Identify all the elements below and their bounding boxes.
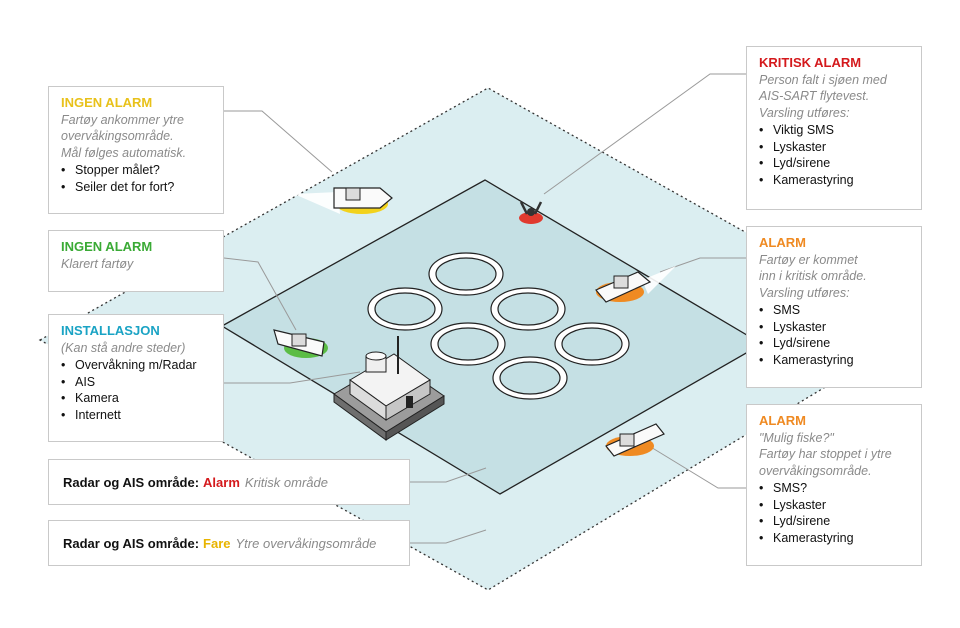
box-description: Fartøy er kommet inn i kritisk område. V… (759, 252, 867, 300)
fish-pen-ring-icon (437, 327, 499, 361)
list-item: Kamera (61, 390, 211, 407)
box-ingen-alarm-cleared: INGEN ALARM Klarert fartøy (48, 230, 224, 292)
list-item: Kamerastyring (759, 172, 909, 189)
box-list: Viktig SMS Lyskaster Lyd/sirene Kamerast… (759, 122, 909, 188)
list-item: Lyskaster (759, 139, 909, 156)
list-item: Overvåkning m/Radar (61, 357, 211, 374)
zone-kritisk-legend: Radar og AIS område: Alarm Kritisk områd… (48, 459, 410, 505)
list-item: Lyd/sirene (759, 513, 909, 530)
box-list: Stopper målet? Seiler det for fort? (61, 162, 211, 195)
box-kritisk-alarm: KRITISK ALARM Person falt i sjøen med AI… (746, 46, 922, 210)
box-description: Person falt i sjøen med AIS-SART flyteve… (759, 72, 887, 120)
boat-arriving-outer-area (294, 187, 393, 214)
zone-description: Ytre overvåkingsområde (235, 535, 377, 551)
box-description: Klarert fartøy (61, 256, 134, 271)
list-item: Seiler det for fort? (61, 179, 211, 196)
box-alarm-possible-fishing: ALARM "Mulig fiske?" Fartøy har stoppet … (746, 404, 922, 566)
boat-in-critical-area (595, 266, 676, 303)
fish-pen-ring-icon (497, 292, 559, 326)
fish-pen-ring-icon (499, 361, 561, 395)
box-description: Fartøy ankommer ytre overvåkingsområde. … (61, 112, 187, 160)
box-title: ALARM (759, 235, 806, 250)
zone-level: Alarm (203, 474, 240, 490)
box-description: (Kan stå andre steder) (61, 340, 186, 355)
fish-pen-ring-icon (374, 292, 436, 326)
box-title: KRITISK ALARM (759, 55, 862, 70)
list-item: Lyd/sirene (759, 155, 909, 172)
zone-ytre-legend: Radar og AIS område: Fare Ytre overvåkin… (48, 520, 410, 566)
box-title: ALARM (759, 413, 806, 428)
box-title: INGEN ALARM (61, 239, 153, 254)
installation-platform-icon (333, 336, 445, 441)
box-installasjon: INSTALLASJON (Kan stå andre steder) Over… (48, 314, 224, 442)
list-item: Stopper målet? (61, 162, 211, 179)
list-item: Kamerastyring (759, 530, 909, 547)
zone-description: Kritisk område (244, 474, 328, 490)
boat-cleared (273, 329, 328, 358)
box-description: "Mulig fiske?" Fartøy har stoppet i ytre… (759, 430, 892, 478)
list-item: Lyskaster (759, 319, 909, 336)
list-item: SMS? (759, 480, 909, 497)
leader-lines (223, 73, 746, 544)
box-list: SMS Lyskaster Lyd/sirene Kamerastyring (759, 302, 909, 368)
box-title: INSTALLASJON (61, 323, 160, 338)
list-item: AIS (61, 374, 211, 391)
box-title: INGEN ALARM (61, 95, 153, 110)
list-item: Viktig SMS (759, 122, 909, 139)
fish-pen-ring-icon (435, 257, 497, 291)
box-alarm-critical-area: ALARM Fartøy er kommet inn i kritisk omr… (746, 226, 922, 388)
person-in-water-icon (519, 201, 543, 224)
list-item: Kamerastyring (759, 352, 909, 369)
zone-level: Fare (203, 535, 231, 551)
box-list: SMS? Lyskaster Lyd/sirene Kamerastyring (759, 480, 909, 546)
boat-stopped-outer-area (605, 423, 665, 457)
zone-label: Radar og AIS område: (63, 535, 200, 551)
list-item: Lyd/sirene (759, 335, 909, 352)
box-ingen-alarm-outer: INGEN ALARM Fartøy ankommer ytre overvåk… (48, 86, 224, 214)
list-item: Internett (61, 407, 211, 424)
box-list: Overvåkning m/Radar AIS Kamera Internett (61, 357, 211, 423)
list-item: Lyskaster (759, 497, 909, 514)
fish-pen-ring-icon (561, 327, 623, 361)
list-item: SMS (759, 302, 909, 319)
zone-label: Radar og AIS område: (63, 474, 200, 490)
fish-pens (367, 252, 630, 400)
